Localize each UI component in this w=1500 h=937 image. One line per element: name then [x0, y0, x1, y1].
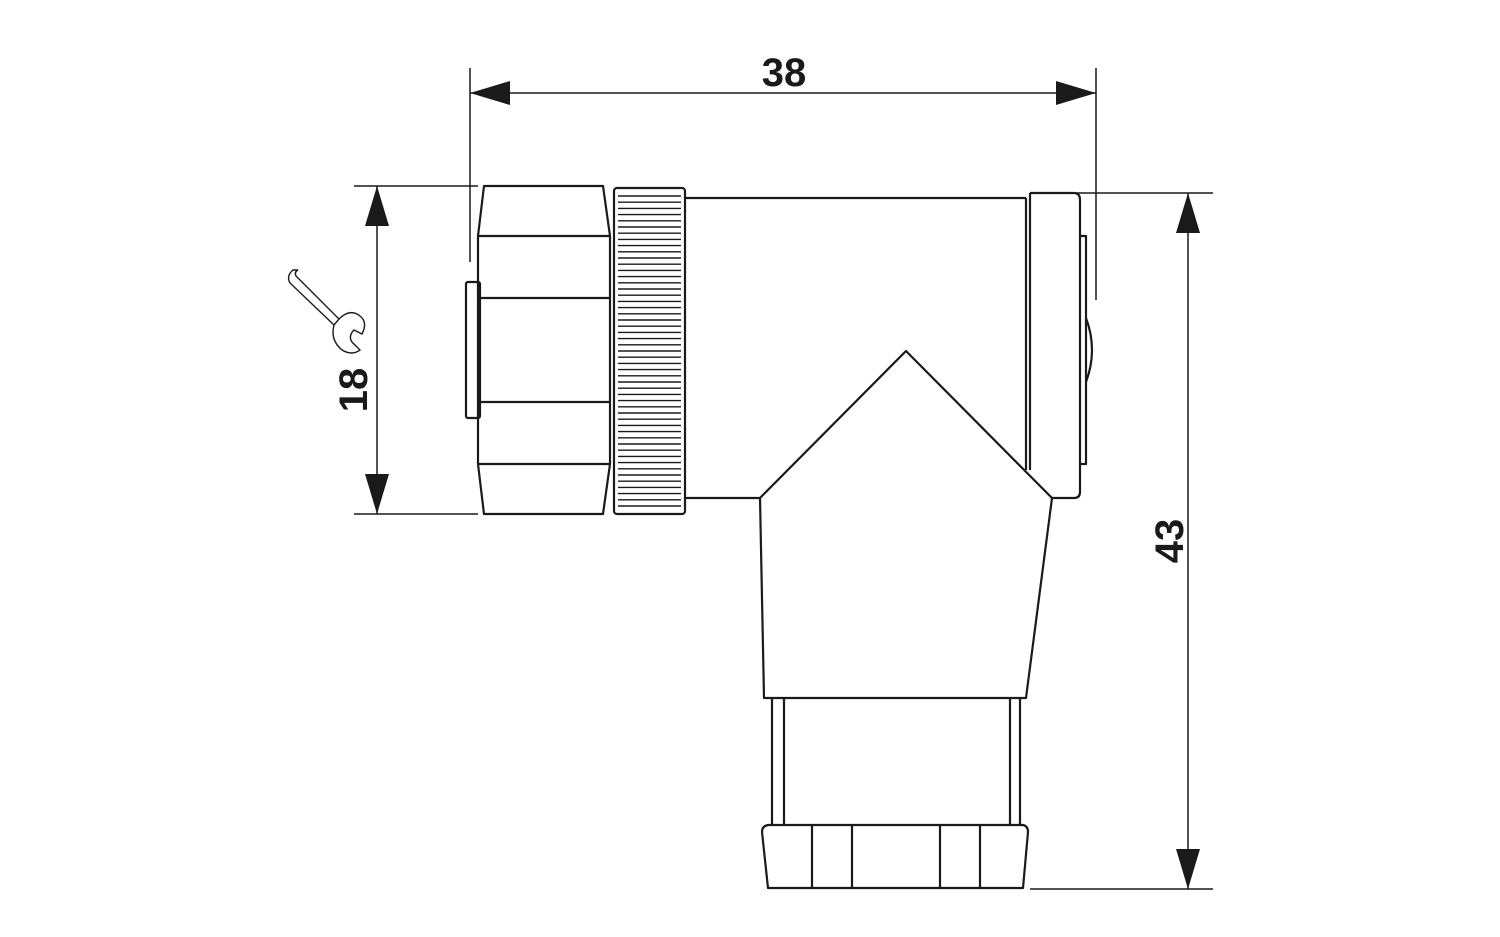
angled-housing — [758, 349, 1054, 700]
dimension-height: 43 — [1030, 192, 1213, 890]
end-cap — [1030, 191, 1082, 500]
main-housing — [685, 196, 1026, 500]
gland-nut — [760, 823, 1030, 890]
knurl-lines — [618, 195, 681, 507]
front-face — [464, 280, 482, 420]
gland-shaft — [770, 698, 1022, 825]
hex-nut — [476, 184, 612, 516]
knurled-ring — [612, 186, 687, 516]
connector-body — [464, 184, 1094, 890]
dimension-wrench-size-label: 18 — [332, 368, 376, 413]
dimension-height-label: 43 — [1148, 519, 1192, 564]
dimension-width: 38 — [469, 51, 1097, 300]
dimension-wrench-size: 18 — [332, 185, 478, 515]
dimension-width-label: 38 — [762, 51, 807, 95]
wrench-icon — [287, 269, 366, 354]
